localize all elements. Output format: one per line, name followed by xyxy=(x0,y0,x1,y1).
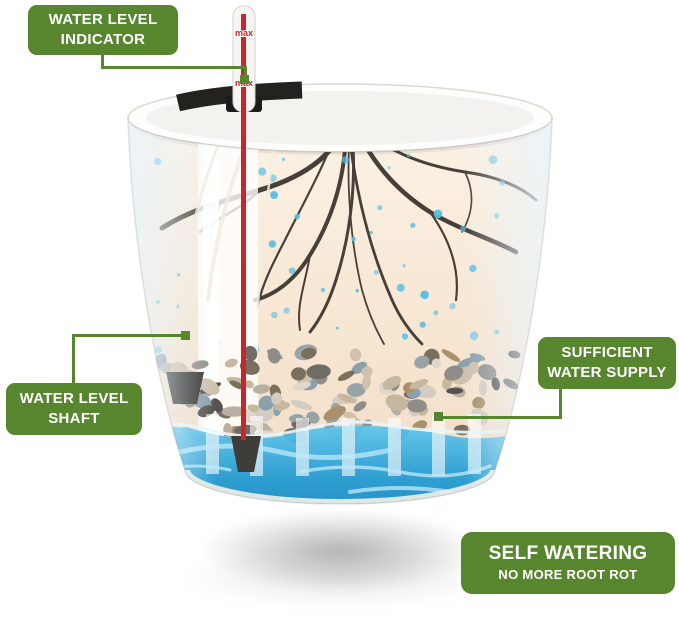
callout-sufficient-water-supply: SUFFICIENT WATER SUPPLY xyxy=(538,337,676,389)
callout-line: SELF WATERING xyxy=(488,543,648,565)
callout-line: WATER SUPPLY xyxy=(547,364,667,381)
callout-line: WATER LEVEL xyxy=(19,390,129,408)
rim-cover xyxy=(176,81,303,112)
callout-self-watering: SELF WATERING NO MORE ROOT ROT xyxy=(461,532,675,594)
callout-line: WATER LEVEL xyxy=(48,11,158,29)
callout-line: SUFFICIENT xyxy=(561,344,653,362)
connector-indicator-endpoint xyxy=(240,75,249,84)
indicator-float xyxy=(231,436,261,472)
indicator-red-gauge xyxy=(241,14,246,440)
connector-indicator-h xyxy=(101,66,247,69)
connector-indicator-v2 xyxy=(244,66,247,77)
connector-water-v xyxy=(559,389,562,419)
connector-water-h xyxy=(441,416,562,419)
connector-shaft-h xyxy=(72,334,184,337)
connector-shaft-v xyxy=(72,334,75,383)
connector-shaft-endpoint xyxy=(181,331,190,340)
max-label: max xyxy=(235,28,253,38)
callout-line: SHAFT xyxy=(48,410,100,427)
callout-water-level-shaft: WATER LEVEL SHAFT xyxy=(6,383,142,435)
callout-line: NO MORE ROOT ROT xyxy=(498,567,638,583)
connector-water-endpoint xyxy=(434,412,443,421)
planter-cutaway-illustration: max max xyxy=(127,5,553,505)
callout-line: INDICATOR xyxy=(60,31,146,48)
callout-water-level-indicator: WATER LEVEL INDICATOR xyxy=(28,5,178,55)
pot-reflection xyxy=(160,512,520,624)
connector-indicator-v1 xyxy=(101,55,104,69)
